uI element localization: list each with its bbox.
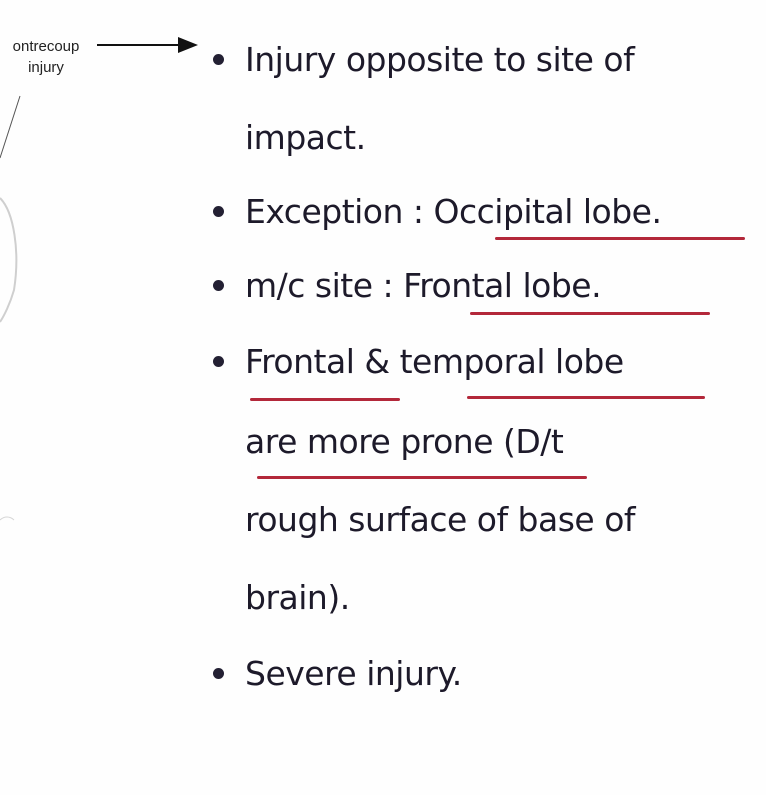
note-item4-line1: Frontal & temporal lobe (245, 342, 624, 381)
note-item4-line2: are more prone (D/t (245, 422, 564, 461)
note-item2-highlight: Occipital lobe. (433, 192, 662, 231)
underline-occipital (495, 237, 745, 240)
note-item3: m/c site : Frontal lobe. (245, 266, 602, 305)
note-item4-prone: are more prone (245, 422, 494, 461)
note-item3-prefix: m/c site : (245, 266, 404, 305)
note-item4-line4: brain). (245, 578, 350, 617)
skull-outline-fragment (0, 197, 18, 323)
contrecoup-injury-label: ontrecoup injury (0, 36, 92, 78)
diagram-label-line2: injury (28, 59, 64, 76)
underline-frontal-lobe (470, 312, 710, 315)
note-item4-temporal: temporal lobe (399, 342, 625, 381)
underline-temporal (467, 396, 705, 399)
diagram-label-line1: ontrecoup (12, 38, 80, 55)
note-item5: Severe injury. (245, 654, 462, 693)
leader-line (0, 95, 21, 159)
note-item1-line1: Injury opposite to site of (245, 40, 635, 79)
note-item2-prefix: Exception : (245, 192, 434, 231)
note-item2: Exception : Occipital lobe. (245, 192, 662, 231)
underline-frontal (250, 398, 400, 401)
bullet-dot-icon (213, 356, 224, 367)
note-item3-highlight: Frontal lobe. (403, 266, 602, 305)
skull-outline-mark (0, 516, 15, 521)
arrow-head-icon (178, 37, 198, 53)
note-item4-and: & (354, 342, 400, 381)
note-item4-line3: rough surface of base of (245, 500, 636, 539)
underline-more-prone (257, 476, 587, 479)
bullet-dot-icon (213, 54, 224, 65)
bullet-dot-icon (213, 668, 224, 679)
bullet-dot-icon (213, 280, 224, 291)
note-item1-line2: impact. (245, 118, 366, 157)
bullet-dot-icon (213, 206, 224, 217)
note-item4-frontal: Frontal (245, 342, 355, 381)
note-item4-dt: (D/t (493, 422, 564, 461)
